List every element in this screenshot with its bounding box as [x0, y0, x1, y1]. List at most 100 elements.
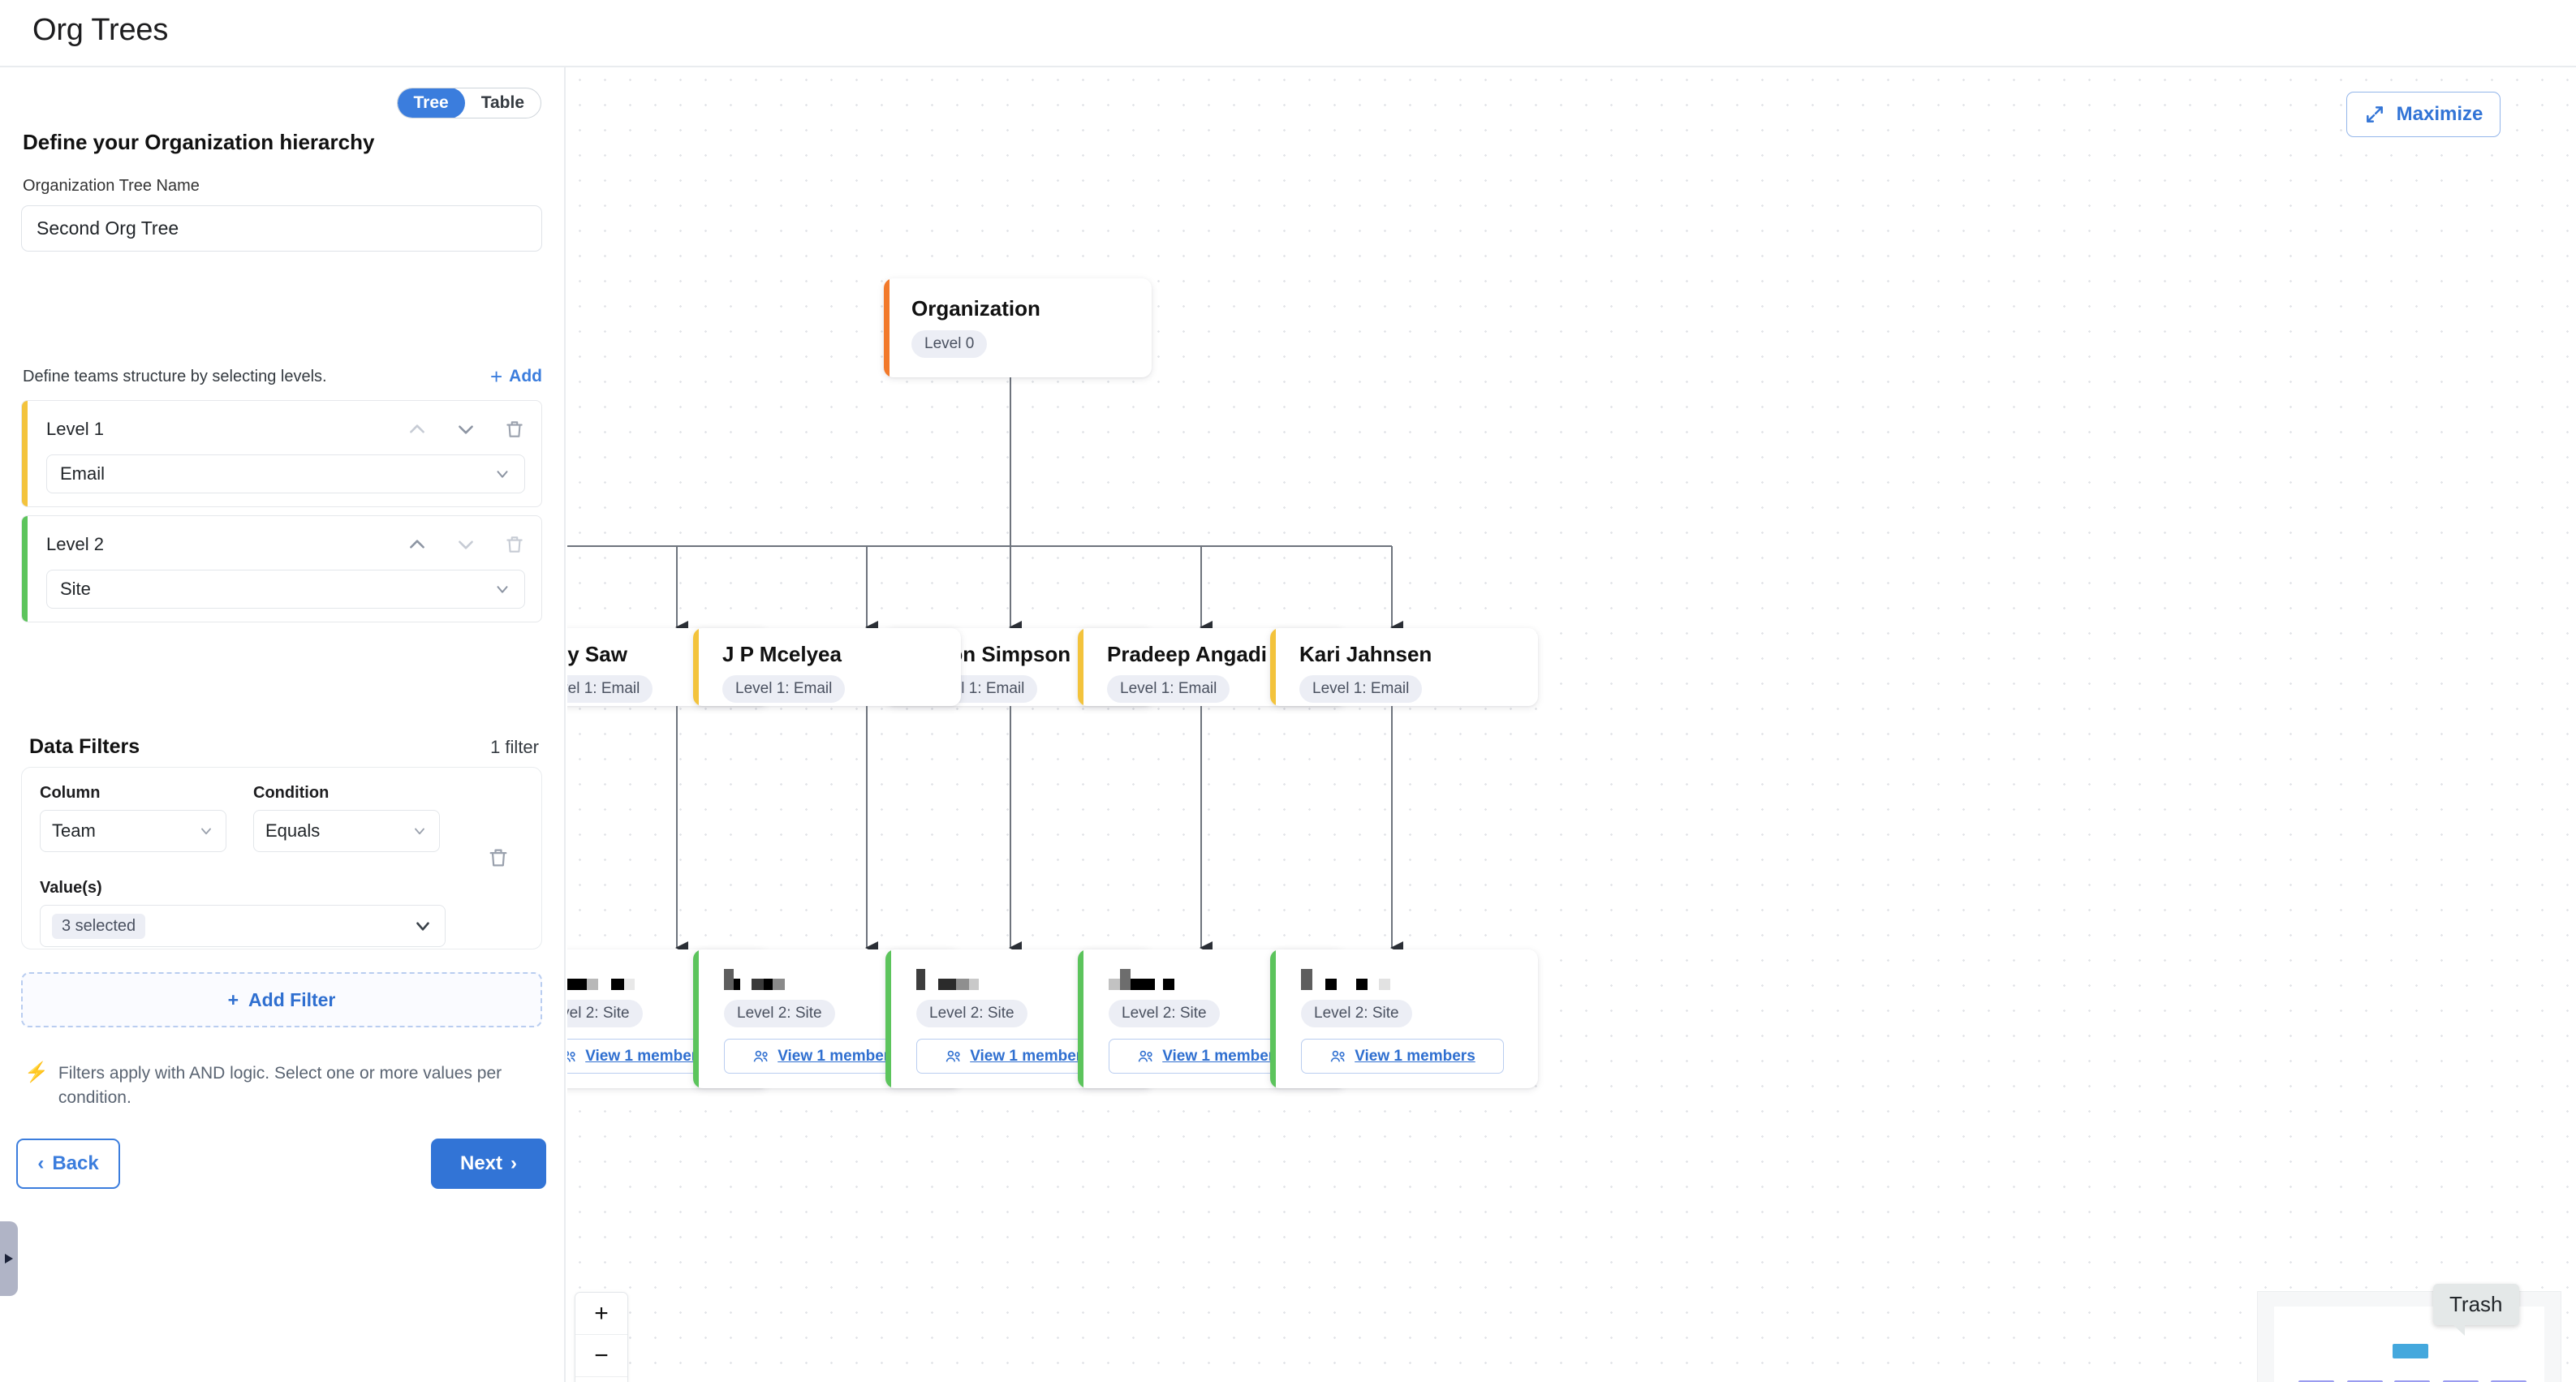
- node-accent-bar: [693, 949, 699, 1088]
- level-2-name: Level 2: [46, 534, 104, 554]
- chevron-left-icon: ‹: [37, 1152, 45, 1174]
- level-1-name: Level 1: [46, 419, 104, 439]
- filter-condition-label: Condition: [253, 784, 330, 802]
- level-2-select[interactable]: Site: [46, 570, 525, 609]
- level-accent-bar: [22, 516, 28, 622]
- chevron-down-icon: [416, 922, 429, 931]
- root-node-badge: Level 0: [911, 330, 988, 358]
- level1-node-badge: Level 1: Email: [567, 675, 653, 703]
- back-button[interactable]: ‹ Back: [16, 1139, 120, 1189]
- minimap-node-level1: [2491, 1380, 2526, 1382]
- level-card-2: Level 2 Site: [21, 515, 542, 622]
- node-accent-bar: [1270, 628, 1276, 706]
- minimap-node-level1: [2347, 1380, 2383, 1382]
- minimap-node-level1: [2394, 1380, 2430, 1382]
- filter-values-group: Value(s) 3 selected: [40, 879, 446, 947]
- next-button[interactable]: Next ›: [431, 1139, 546, 1189]
- move-down-icon[interactable]: [455, 534, 476, 555]
- node-accent-bar: [1270, 949, 1276, 1088]
- add-level-label: Add: [509, 367, 542, 385]
- node-accent-bar: [1078, 628, 1083, 706]
- tree-connectors: [567, 295, 1403, 634]
- levels-hint: Define teams structure by selecting leve…: [23, 367, 327, 385]
- level-1-select[interactable]: Email: [46, 454, 525, 493]
- tree-node-level2[interactable]: Level 2: Site View 1 members: [1078, 949, 1346, 1088]
- fit-view-button[interactable]: [575, 1377, 627, 1382]
- add-level-button[interactable]: + Add: [490, 366, 542, 387]
- level-2-value: Site: [60, 579, 91, 599]
- delete-level-icon[interactable]: [504, 419, 525, 440]
- tab-table[interactable]: Table: [465, 88, 541, 118]
- filter-column-label: Column: [40, 784, 101, 802]
- plus-icon: +: [227, 988, 239, 1010]
- next-label: Next: [459, 1152, 503, 1174]
- move-up-icon[interactable]: [407, 534, 428, 555]
- level2-node-badge: Level 2: Site: [1301, 1000, 1412, 1027]
- chevron-down-icon: [497, 471, 508, 478]
- level-card-1: Level 1 Email: [21, 400, 542, 507]
- data-filters-header: Data Filters 1 filter: [29, 735, 539, 759]
- delete-filter-icon[interactable]: [487, 846, 510, 869]
- plus-icon: +: [489, 364, 503, 389]
- zoom-in-button[interactable]: +: [575, 1293, 627, 1335]
- redacted-title: [916, 969, 979, 990]
- level1-node-badge: Level 1: Email: [1299, 675, 1423, 703]
- node-accent-bar: [885, 949, 891, 1088]
- tab-tree[interactable]: Tree: [397, 88, 465, 118]
- tree-node-level1[interactable]: Kari Jahnsen Level 1: Email: [1270, 628, 1538, 706]
- tree-node-root[interactable]: Organization Level 0: [884, 278, 1152, 377]
- filter-note: ⚡ Filters apply with AND logic. Select o…: [24, 1061, 544, 1111]
- filter-column-group: Column Team: [40, 784, 226, 852]
- minimap-node-root: [2393, 1344, 2428, 1358]
- page-title: Org Trees: [32, 13, 169, 47]
- sidebar-expand-handle[interactable]: [0, 1221, 18, 1296]
- delete-level-icon[interactable]: [504, 534, 525, 555]
- filter-values-select[interactable]: 3 selected: [40, 905, 446, 947]
- minimap-node-level1: [2443, 1380, 2479, 1382]
- node-accent-bar: [884, 278, 890, 377]
- level-accent-bar: [22, 401, 28, 506]
- play-triangle-icon: [5, 1254, 13, 1264]
- level2-node-badge: Level 2: Site: [916, 1000, 1027, 1027]
- redacted-title: [567, 969, 635, 990]
- filter-condition-select[interactable]: Equals: [253, 810, 440, 852]
- members-icon: [753, 1050, 768, 1061]
- chevron-right-icon: ›: [510, 1152, 518, 1174]
- root-node-title: Organization: [911, 296, 1040, 321]
- view-members-label: View 1 members: [1355, 1047, 1475, 1065]
- add-filter-button[interactable]: + Add Filter: [21, 972, 542, 1027]
- move-down-icon[interactable]: [455, 419, 476, 440]
- view-members-button[interactable]: View 1 members: [1301, 1039, 1504, 1074]
- redacted-title: [1301, 969, 1390, 990]
- maximize-button[interactable]: Maximize: [2346, 92, 2501, 137]
- level-1-value: Email: [60, 463, 106, 484]
- level1-node-badge: Level 1: Email: [1107, 675, 1230, 703]
- view-members-button[interactable]: View 1 members: [724, 1039, 927, 1074]
- zoom-controls: + −: [575, 1292, 628, 1382]
- back-label: Back: [52, 1152, 99, 1174]
- top-bar: Org Trees: [0, 0, 2576, 67]
- filter-values-chip: 3 selected: [52, 913, 146, 939]
- tree-node-level2[interactable]: Level 2: Site View 1 members: [1270, 949, 1538, 1088]
- tree-canvas[interactable]: Maximize Organization: [567, 67, 2576, 1382]
- filter-values-label: Value(s): [40, 879, 102, 897]
- move-up-icon[interactable]: [407, 419, 428, 440]
- view-members-label: View 1 members: [1162, 1047, 1283, 1065]
- members-icon: [1330, 1050, 1345, 1061]
- level1-node-title: Kari Jahnsen: [1299, 642, 1432, 666]
- view-members-label: View 1 members: [585, 1047, 706, 1065]
- filter-row: Column Team Condition Equals Value(s) 3 …: [21, 767, 542, 949]
- org-name-input[interactable]: [21, 205, 542, 252]
- redacted-title: [1109, 969, 1174, 990]
- tree-connectors-lower: [675, 706, 1403, 954]
- tree-node-level1[interactable]: J P Mcelyea Level 1: Email: [693, 628, 961, 706]
- level1-node-title: Judy Saw: [567, 642, 627, 666]
- maximize-label: Maximize: [2396, 103, 2483, 125]
- zoom-out-button[interactable]: −: [575, 1335, 627, 1377]
- members-icon: [946, 1050, 960, 1061]
- level1-node-badge: Level 1: Email: [722, 675, 846, 703]
- filter-column-select[interactable]: Team: [40, 810, 226, 852]
- chevron-down-icon: [201, 828, 211, 835]
- levels-header: Define teams structure by selecting leve…: [23, 366, 542, 387]
- level2-node-badge: Level 2: Site: [1109, 1000, 1220, 1027]
